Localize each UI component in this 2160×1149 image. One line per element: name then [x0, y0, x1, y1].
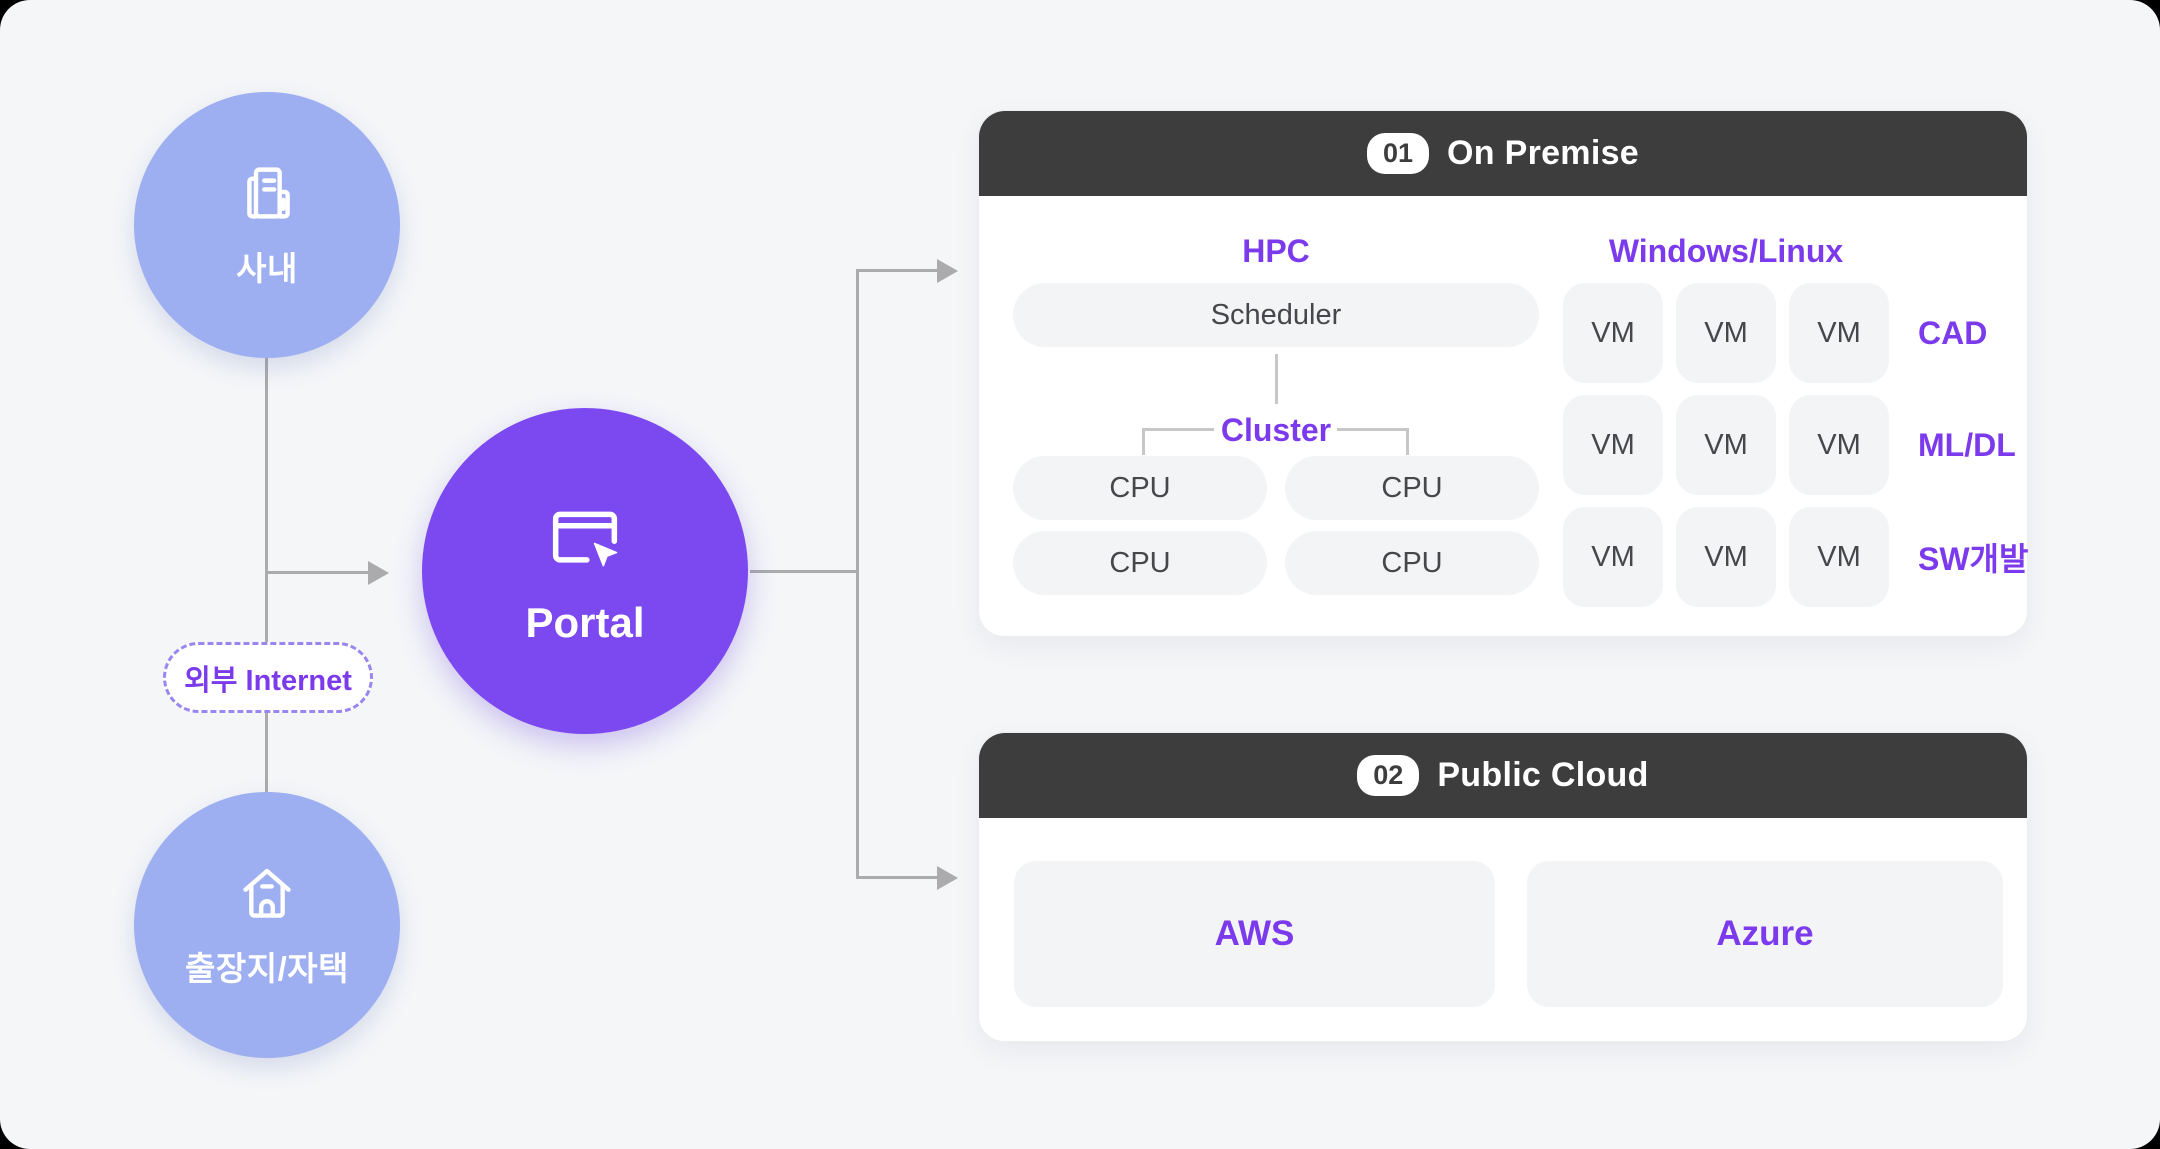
- vm-label: VM: [1817, 540, 1861, 573]
- node-remote: 출장지/자택: [134, 792, 400, 1058]
- vm-row-tag: CAD: [1918, 314, 1988, 351]
- connector-internet-to-remote: [265, 713, 268, 793]
- vm-box: VM: [1563, 507, 1663, 607]
- home-icon: [243, 868, 291, 918]
- vm-box: VM: [1676, 395, 1776, 495]
- scheduler-box: Scheduler: [1013, 283, 1539, 347]
- node-external-internet: 외부 Internet: [163, 642, 373, 713]
- cpu-label: CPU: [1381, 546, 1443, 579]
- vm-box: VM: [1676, 507, 1776, 607]
- connector-trunk-vertical: [856, 269, 859, 879]
- connector-portal-out: [750, 570, 858, 573]
- vm-heading: Windows/Linux: [1608, 233, 1844, 269]
- on-premise-badge: 01: [1366, 133, 1430, 174]
- vm-label: VM: [1704, 428, 1748, 461]
- vm-grid: VM VM VM CAD VM VM VM ML/DL VM VM VM SW개…: [1563, 283, 2028, 607]
- vm-label: VM: [1591, 540, 1635, 573]
- vm-box: VM: [1789, 283, 1889, 383]
- cluster-heading: Cluster: [1220, 412, 1332, 448]
- node-portal: Portal: [422, 408, 748, 734]
- cpu-label: CPU: [1381, 471, 1443, 504]
- hpc-heading: HPC: [1242, 233, 1310, 269]
- vm-row-tag: ML/DL: [1918, 426, 2016, 463]
- cpu-box: CPU: [1285, 456, 1539, 520]
- node-portal-label: Portal: [525, 599, 645, 646]
- on-premise-header: 01 On Premise: [979, 111, 2027, 196]
- provider-azure-box: Azure: [1527, 861, 2003, 1007]
- vm-label: VM: [1704, 540, 1748, 573]
- cpu-box: CPU: [1285, 531, 1539, 595]
- public-cloud-title: Public Cloud: [1437, 756, 1649, 794]
- cluster-bracket-right-v: [1406, 428, 1409, 455]
- arrow-to-public-cloud: [937, 865, 958, 890]
- connector-branch-bottom: [856, 876, 938, 879]
- cpu-label: CPU: [1109, 471, 1171, 504]
- scheduler-cluster-connector: [1275, 354, 1278, 404]
- arrow-to-on-premise: [937, 258, 958, 283]
- vm-label: VM: [1704, 316, 1748, 349]
- node-office-label: 사내: [236, 250, 298, 287]
- vm-row: VM VM VM ML/DL: [1563, 395, 2028, 495]
- public-cloud-header: 02 Public Cloud: [979, 733, 2027, 818]
- vm-label: VM: [1817, 428, 1861, 461]
- connector-branch-top: [856, 269, 938, 272]
- node-office: 사내: [134, 92, 400, 358]
- vm-box: VM: [1676, 283, 1776, 383]
- vm-row: VM VM VM CAD: [1563, 283, 2028, 383]
- vm-box: VM: [1789, 395, 1889, 495]
- on-premise-panel: 01 On Premise HPC Scheduler Cluster CPU …: [978, 110, 2028, 637]
- vm-label: VM: [1591, 316, 1635, 349]
- vm-box: VM: [1789, 507, 1889, 607]
- web-portal-cursor-icon: [552, 511, 619, 568]
- public-cloud-badge: 02: [1357, 755, 1420, 796]
- cluster-bracket-right-h: [1337, 428, 1409, 431]
- external-internet-label: 외부 Internet: [184, 664, 352, 697]
- arrow-to-portal: [368, 560, 389, 585]
- scheduler-label: Scheduler: [1210, 298, 1342, 331]
- provider-aws-label: AWS: [1214, 914, 1295, 953]
- provider-aws-box: AWS: [1014, 861, 1495, 1007]
- provider-azure-label: Azure: [1716, 914, 1814, 953]
- vm-box: VM: [1563, 283, 1663, 383]
- cpu-box: CPU: [1013, 456, 1267, 520]
- cpu-box: CPU: [1013, 531, 1267, 595]
- vm-box: VM: [1563, 395, 1663, 495]
- vm-label: VM: [1817, 316, 1861, 349]
- node-remote-label: 출장지/자택: [185, 950, 349, 987]
- connector-office-to-internet: [265, 357, 268, 642]
- on-premise-title: On Premise: [1447, 134, 1640, 172]
- vm-label: VM: [1591, 428, 1635, 461]
- vm-row: VM VM VM SW개발: [1563, 507, 2028, 607]
- cluster-bracket-left-v: [1142, 428, 1145, 455]
- public-cloud-panel: 02 Public Cloud AWS Azure: [978, 732, 2028, 1042]
- connector-to-portal-line: [266, 571, 368, 574]
- office-building-icon: [247, 167, 290, 219]
- cpu-label: CPU: [1109, 546, 1171, 579]
- cluster-bracket-left-h: [1142, 428, 1214, 431]
- vm-row-tag: SW개발: [1918, 541, 2029, 577]
